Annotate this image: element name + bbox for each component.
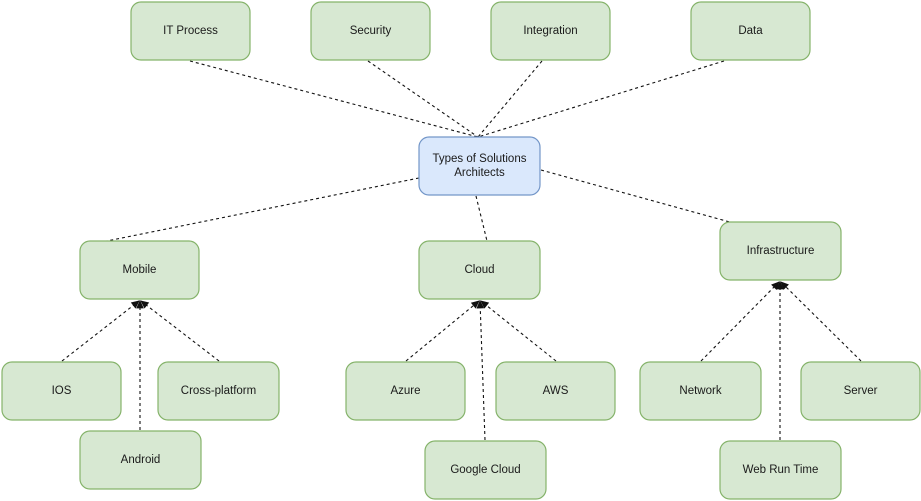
node-cross-platform[interactable]: Cross-platform bbox=[157, 361, 280, 421]
edge-path bbox=[477, 60, 725, 138]
arrow-head-icon bbox=[776, 281, 784, 290]
node-box[interactable] bbox=[418, 240, 541, 300]
node-azure[interactable]: Azure bbox=[345, 361, 466, 421]
node-box[interactable] bbox=[639, 361, 762, 421]
node-security[interactable]: Security bbox=[310, 1, 431, 61]
arrow-head-icon bbox=[771, 281, 780, 290]
edge-path bbox=[700, 281, 780, 362]
edge-google-cloud-to-cloud bbox=[476, 300, 486, 441]
arrow-head-icon bbox=[480, 300, 490, 309]
edge-security-to-center bbox=[367, 60, 479, 138]
edge-data-to-center bbox=[477, 60, 725, 138]
arrow-head-icon bbox=[136, 300, 144, 309]
node-box[interactable] bbox=[1, 361, 122, 421]
edge-android-to-mobile bbox=[136, 300, 144, 430]
node-box[interactable] bbox=[690, 1, 811, 61]
edge-path bbox=[780, 281, 862, 362]
arrow-head-icon bbox=[470, 300, 480, 309]
edges-layer bbox=[61, 60, 862, 441]
node-web-run-time[interactable]: Web Run Time bbox=[719, 440, 842, 500]
edge-network-to-infrastructure bbox=[700, 281, 780, 362]
edge-server-to-infrastructure bbox=[780, 281, 862, 362]
node-network[interactable]: Network bbox=[639, 361, 762, 421]
node-box[interactable] bbox=[719, 221, 842, 281]
edge-center-to-mobile bbox=[96, 177, 420, 244]
node-box[interactable] bbox=[800, 361, 921, 421]
edge-it-process-to-center bbox=[189, 60, 479, 138]
node-box[interactable] bbox=[495, 361, 616, 421]
node-integration[interactable]: Integration bbox=[490, 1, 611, 61]
edge-cross-platform-to-mobile bbox=[140, 300, 220, 362]
node-box[interactable] bbox=[79, 430, 202, 490]
node-box[interactable] bbox=[345, 361, 466, 421]
node-box[interactable] bbox=[418, 136, 541, 196]
node-it-process[interactable]: IT Process bbox=[130, 1, 251, 61]
arrow-head-icon bbox=[476, 300, 485, 309]
node-cloud[interactable]: Cloud bbox=[418, 240, 541, 300]
node-server[interactable]: Server bbox=[800, 361, 921, 421]
arrow-head-icon bbox=[130, 300, 140, 309]
node-box[interactable] bbox=[424, 440, 547, 500]
node-android[interactable]: Android bbox=[79, 430, 202, 490]
node-data[interactable]: Data bbox=[690, 1, 811, 61]
edge-path bbox=[540, 169, 738, 225]
node-google-cloud[interactable]: Google Cloud bbox=[424, 440, 547, 500]
node-box[interactable] bbox=[310, 1, 431, 61]
edge-center-to-infrastructure bbox=[540, 169, 738, 225]
edge-path bbox=[367, 60, 479, 138]
edge-path bbox=[189, 60, 479, 138]
edge-path bbox=[96, 177, 420, 244]
node-ios[interactable]: IOS bbox=[1, 361, 122, 421]
edge-path bbox=[140, 300, 220, 362]
edge-path bbox=[475, 195, 488, 242]
edge-aws-to-cloud bbox=[480, 300, 557, 362]
edge-center-to-cloud bbox=[475, 195, 488, 242]
node-mobile[interactable]: Mobile bbox=[79, 240, 200, 300]
node-infrastructure[interactable]: Infrastructure bbox=[719, 221, 842, 281]
edge-azure-to-cloud bbox=[405, 300, 480, 362]
arrow-head-icon bbox=[780, 281, 789, 290]
edge-web-run-time-to-infrastructure bbox=[776, 281, 784, 440]
node-box[interactable] bbox=[490, 1, 611, 61]
edge-path bbox=[61, 300, 140, 362]
arrow-head-icon bbox=[140, 300, 150, 309]
node-box[interactable] bbox=[79, 240, 200, 300]
edge-path bbox=[480, 300, 557, 362]
edge-path bbox=[479, 300, 486, 441]
edge-ios-to-mobile bbox=[61, 300, 140, 362]
node-box[interactable] bbox=[130, 1, 251, 61]
node-aws[interactable]: AWS bbox=[495, 361, 616, 421]
edge-path bbox=[405, 300, 480, 362]
edge-integration-to-center bbox=[477, 60, 543, 138]
node-box[interactable] bbox=[157, 361, 280, 421]
node-box[interactable] bbox=[719, 440, 842, 500]
edge-path bbox=[477, 60, 543, 138]
